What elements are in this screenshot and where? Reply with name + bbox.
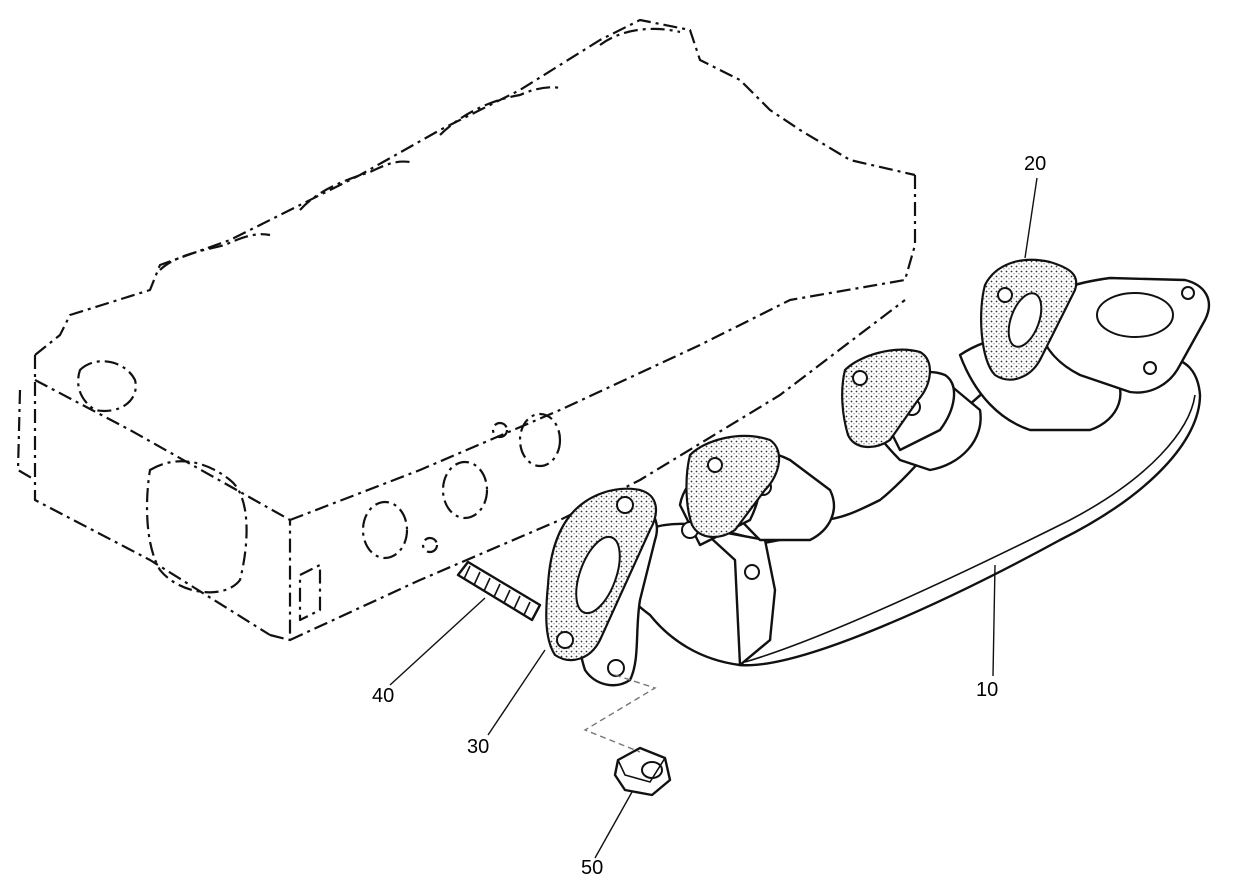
cylinder-head-phantom [16, 18, 917, 642]
assembly-guide-line [583, 674, 657, 753]
callout-40: 40 [372, 685, 395, 707]
stud [456, 560, 542, 622]
callout-50: 50 [581, 857, 604, 879]
exhaust-manifold [572, 276, 1211, 687]
leader-lines [389, 177, 1038, 859]
manifold-gaskets [545, 348, 931, 662]
nut [613, 746, 672, 797]
callout-10: 10 [976, 679, 999, 701]
outlet-gasket [980, 258, 1078, 381]
callout-30: 30 [467, 736, 490, 758]
callout-20: 20 [1024, 153, 1047, 175]
